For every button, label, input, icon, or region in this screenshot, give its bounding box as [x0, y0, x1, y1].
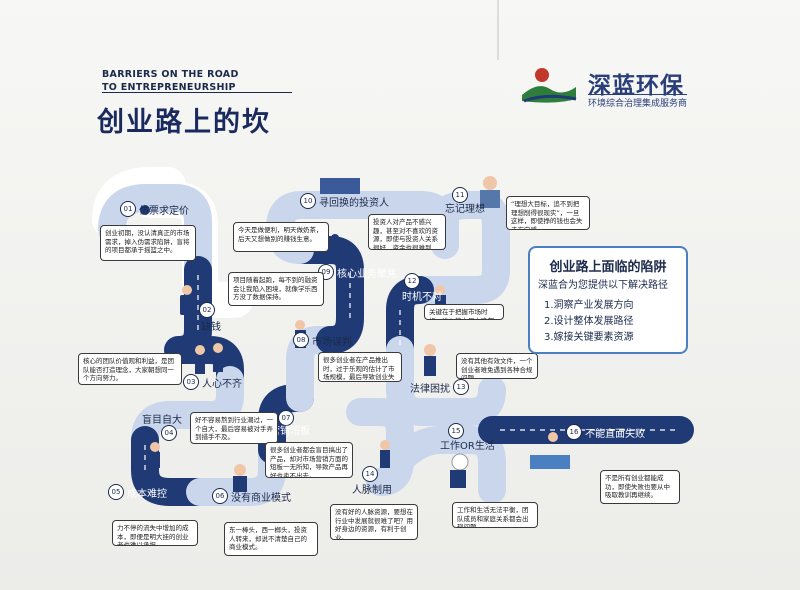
- step-11: 11: [452, 187, 468, 203]
- step-05: 05 成本难控: [108, 484, 167, 500]
- tip-step-16: 不是所有创业都能成功，即使失败也要从中吸取教训再继续。: [600, 470, 680, 504]
- english-title-line1: BARRIERS ON THE ROAD: [102, 69, 239, 80]
- step-11-label: 忘记理想: [445, 200, 485, 215]
- step-number: 10: [300, 193, 316, 209]
- step-04-num: 04: [161, 425, 177, 441]
- trap-item-2: 2.设计整体发展路径: [544, 316, 634, 327]
- step-label: 寻回换的投资人: [319, 197, 389, 209]
- tip-step-05: 力不停的流失中增加的成本，即便是明大挂的创业者也难以承担。: [112, 520, 198, 546]
- tip-step-01: 创业初期，没认清真正的市场需求，掉入伪需求陷阱，盲将的项目都承于摇篮之中。: [100, 225, 196, 261]
- step-label: 不能直面失败: [585, 428, 645, 440]
- step-number: 02: [199, 302, 215, 318]
- tip-step-04: 好不容易熬到行业潮过，一个自大，最后容易被对手弄到措手不及。: [190, 412, 278, 444]
- step-number: 16: [566, 424, 582, 440]
- step-14-label: 人脉制用: [352, 481, 392, 496]
- brand-tagline: 环境综合治理集成服务商: [588, 94, 688, 109]
- tip-step-03: 核心的团队价值观和利益，是团队能否打造理念，大家朝想同一个方向努力。: [78, 353, 182, 385]
- step-label: 人脉制用: [352, 485, 392, 496]
- step-number: 08: [293, 332, 309, 348]
- tip-step-11: “理想大目标，追不到把理想削得很现实”，一旦这样，即使挣的钱也会失去方向感。: [506, 196, 590, 230]
- step-14: 14: [362, 466, 378, 482]
- tip-step-13: 没有其他有效文件，一个创业者难免遇到各种合规问题。: [456, 353, 538, 379]
- wall-seam: [497, 0, 499, 60]
- step-label: 盲目自大: [142, 415, 182, 426]
- traps-title: 创业路上面临的陷阱: [549, 260, 667, 275]
- step-label: 市场误判: [312, 336, 352, 348]
- step-label: 时机不对: [402, 292, 442, 303]
- tip-step-02: 项目随着起跑，每不到的融资会让我陷入困境，就像学乐西方没了数据保持。: [228, 272, 324, 306]
- step-number: 06: [212, 488, 228, 504]
- tip-step-09: 今天是做便利，明天做奶茶，后天又想做别的赚钱生意。: [233, 222, 329, 252]
- title-divider: [102, 92, 292, 93]
- step-16: 16 不能直面失败: [566, 424, 645, 440]
- step-09: 09 核心业务聚焦: [318, 264, 397, 280]
- step-number: 13: [453, 379, 469, 395]
- step-label: 仿票求定价: [139, 205, 189, 217]
- tip-step-06: 东一棒头，西一榔头，投资人转来，却说不清楚自己的商业模式。: [224, 522, 318, 556]
- step-label: 没有商业模式: [231, 492, 291, 504]
- chinese-title: 创业路上的坎: [97, 107, 271, 138]
- step-10: 10 寻回换的投资人: [300, 193, 389, 209]
- tip-step-12: 关键在于把握市场时机，进入的太早太晚都不行。: [424, 304, 504, 320]
- tip-step-07: 很多创业者都会盲目搞出了产品，却对市场营销方面的短板一无所知，导致产品再好也卖不…: [265, 442, 353, 478]
- trap-item-1: 1.洞察产业发展方向: [544, 300, 634, 311]
- step-number: 05: [108, 484, 124, 500]
- tip-step-10: 投资人对产品不感兴趣，甚至对不喜欢的资源，即使与投资人关系很好，资金也很难到位。: [368, 214, 446, 250]
- step-12: 12: [404, 273, 420, 289]
- step-02-label: 缺钱: [201, 318, 221, 333]
- step-label: 营销短板: [270, 426, 310, 437]
- step-label: 人心不齐: [202, 378, 242, 390]
- step-02: 02: [199, 302, 215, 318]
- step-label: 缺钱: [201, 322, 221, 333]
- english-title-line2: TO ENTREPRENEURSHIP: [102, 82, 236, 93]
- step-number: 15: [448, 423, 464, 439]
- tip-step-14: 没有好的人脉资源，要想在行业中发展就很难了吧？用好身边的资源，有利于创业。: [330, 504, 418, 540]
- step-label: 忘记理想: [445, 204, 485, 215]
- step-07: 07: [278, 410, 294, 426]
- step-04: 盲目自大: [142, 411, 182, 426]
- step-03: 03 人心不齐: [183, 374, 242, 390]
- trap-item-3: 3.嫁接关键要素资源: [544, 332, 634, 343]
- step-number: 01: [120, 201, 136, 217]
- step-number: 14: [362, 466, 378, 482]
- step-number: 03: [183, 374, 199, 390]
- step-15-label: 工作OR生活: [440, 437, 495, 452]
- traps-panel: 创业路上面临的陷阱 深蓝合为您提供以下解决路径 1.洞察产业发展方向 2.设计整…: [528, 246, 688, 354]
- step-06: 06 没有商业模式: [212, 488, 291, 504]
- step-12-label: 时机不对: [402, 288, 442, 303]
- brand-logo-icon: [522, 68, 577, 103]
- step-label: 成本难控: [127, 488, 167, 500]
- step-08: 08 市场误判: [293, 332, 352, 348]
- step-label: 工作OR生活: [440, 441, 495, 452]
- tip-step-08: 很多创业者在产品推出时，过于乐观的估计了市场规模，最后导致创业失败。: [318, 352, 402, 382]
- step-number: 07: [278, 410, 294, 426]
- step-label: 法律困扰: [410, 383, 450, 395]
- step-07-label: 营销短板: [270, 422, 310, 437]
- step-number: 12: [404, 273, 420, 289]
- tip-step-15: 工作和生活无法平衡，团队成员和家庭关系都会出现问题。: [452, 502, 538, 528]
- step-number: 11: [452, 187, 468, 203]
- traps-subtitle: 深蓝合为您提供以下解决路径: [538, 280, 668, 291]
- step-01: 01 仿票求定价: [120, 201, 189, 217]
- step-number: 04: [161, 425, 177, 441]
- english-title: BARRIERS ON THE ROAD TO ENTREPRENEURSHIP: [102, 68, 239, 94]
- step-label: 核心业务聚焦: [337, 268, 397, 280]
- step-13: 法律困扰 13: [410, 379, 469, 395]
- step-15: 15: [448, 423, 464, 439]
